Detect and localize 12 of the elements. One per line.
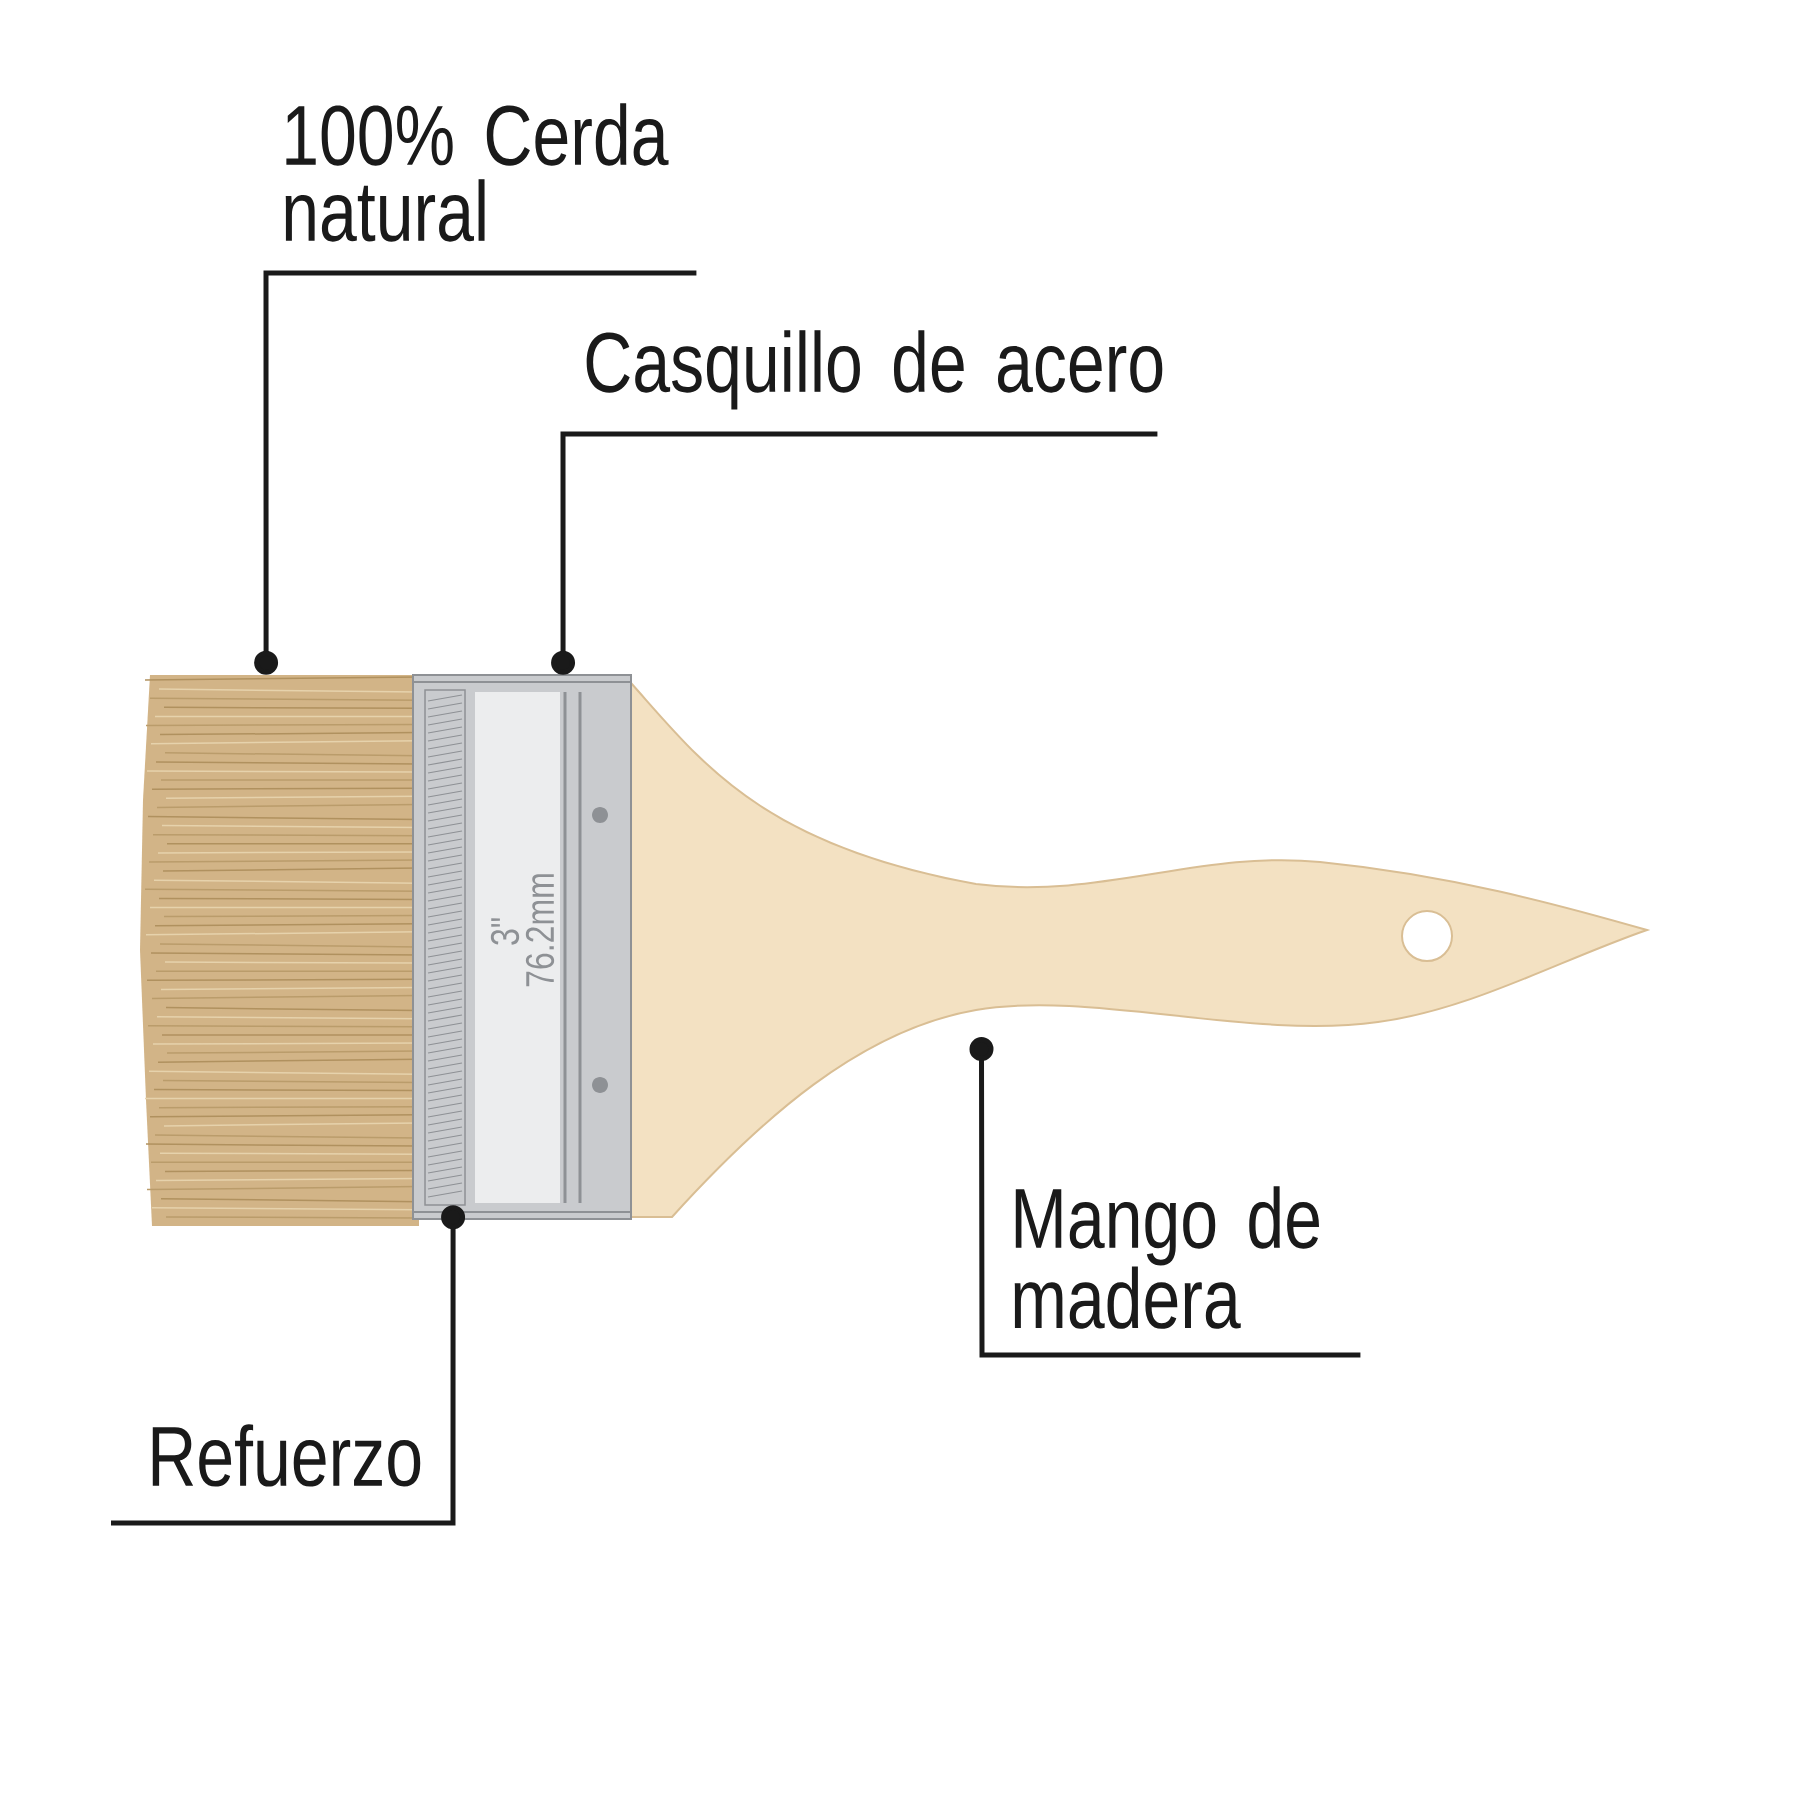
stamped-text: 3" xyxy=(490,918,520,945)
leader-line xyxy=(254,270,697,675)
brush-bristles xyxy=(140,675,420,1226)
leader-line xyxy=(111,1205,466,1526)
callout-label: Mango de madera xyxy=(1014,1186,1319,1329)
twisted-wire xyxy=(424,689,466,1206)
stamped-text: 76.2mm xyxy=(525,874,555,987)
callout-label: 100% Cerda natural xyxy=(285,103,669,242)
leader-line xyxy=(551,431,1158,675)
callout-label: Refuerzo xyxy=(152,1424,421,1487)
callout-label: Casquillo de acero xyxy=(586,330,1163,410)
leader-line xyxy=(969,1037,1361,1358)
